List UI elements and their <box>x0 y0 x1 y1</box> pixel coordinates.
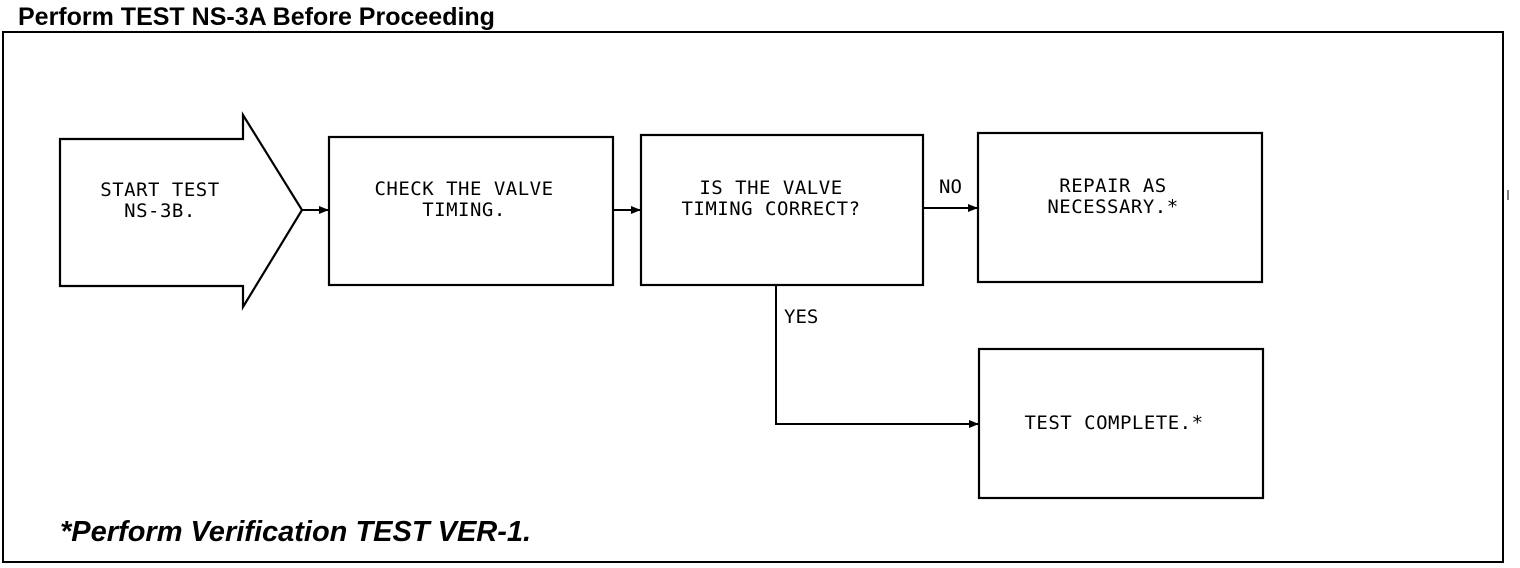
decision-node: IS THE VALVE TIMING CORRECT? <box>681 177 861 220</box>
check-valve-timing-node: CHECK THE VALVE TIMING. <box>374 178 554 221</box>
repair-node: REPAIR AS NECESSARY.* <box>1047 175 1179 218</box>
page-heading: Perform TEST NS-3A Before Proceeding <box>18 3 495 31</box>
start-arrow-shape <box>58 111 304 311</box>
verification-footnote: *Perform Verification TEST VER-1. <box>60 516 532 548</box>
no-label: NO <box>939 176 962 198</box>
connector-decision-to-complete <box>775 285 979 428</box>
yes-label: YES <box>784 306 819 328</box>
complete-box-shape <box>977 347 1265 500</box>
repair-box-shape <box>976 131 1264 284</box>
test-complete-node: TEST COMPLETE.* <box>1024 412 1204 434</box>
start-test-node: START TEST NS-3B. <box>100 179 220 222</box>
diagram-frame <box>2 31 1504 563</box>
decision-box-shape <box>639 133 925 287</box>
